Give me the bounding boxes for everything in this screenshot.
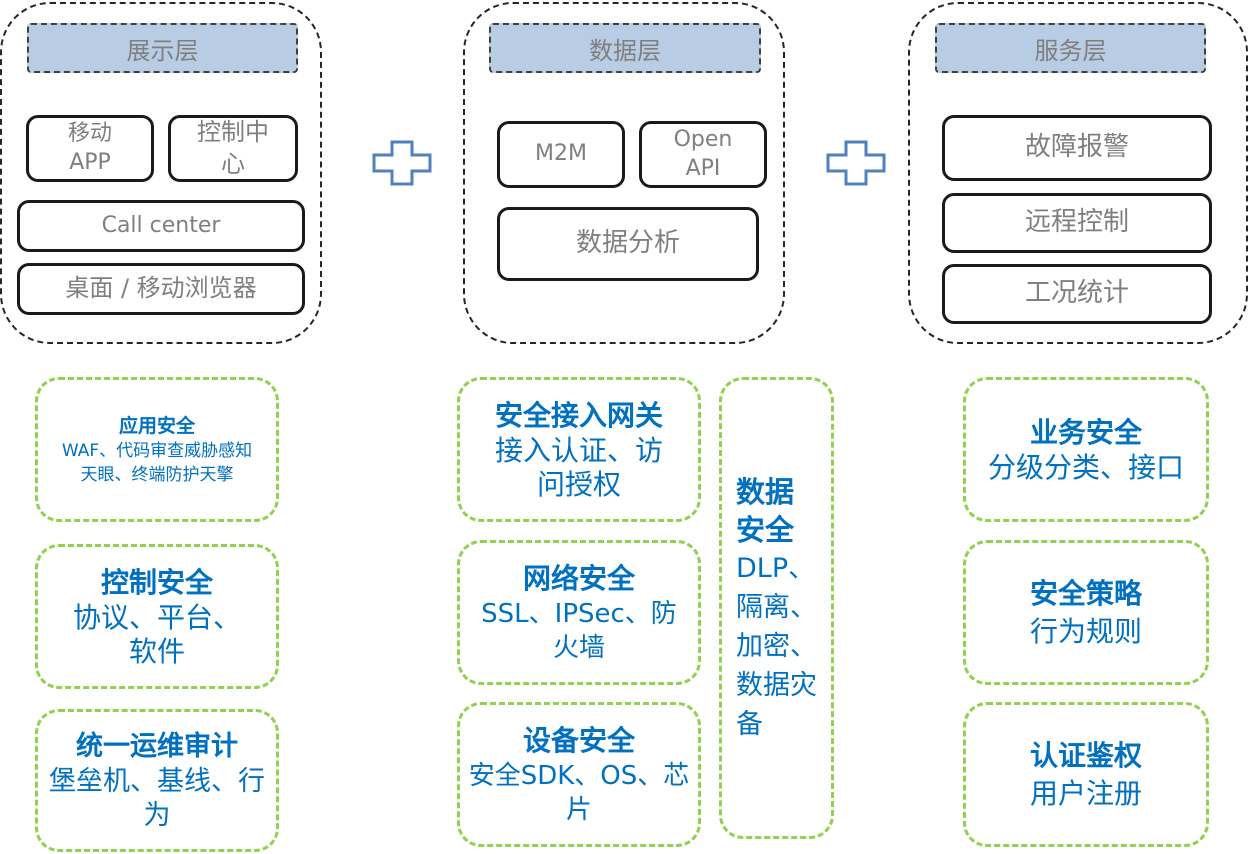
data-security-desc: DLP、隔离、加密、数据灾备	[736, 552, 817, 740]
presentation-layer-title: 展示层	[27, 23, 298, 73]
auth-title: 认证鉴权	[1029, 738, 1142, 772]
app-security-box: 应用安全 WAF、代码审查威胁感知天眼、终端防护天擎	[35, 377, 279, 522]
gateway-security-desc: 接入认证、访问授权	[494, 433, 663, 501]
data-security-box: 数据安全 DLP、隔离、加密、数据灾备	[719, 377, 834, 839]
presentation-layer-group	[0, 2, 322, 344]
device-security-box: 设备安全 安全SDK、OS、芯片	[457, 702, 701, 847]
data-layer-title: 数据层	[489, 23, 761, 73]
network-security-box: 网络安全 SSL、IPSec、防火墙	[457, 540, 701, 685]
gateway-security-title: 安全接入网关	[494, 398, 663, 432]
data-analysis-box: 数据分析	[497, 207, 759, 281]
data-security-title: 数据安全	[736, 474, 795, 547]
control-security-box: 控制安全 协议、平台、软件	[35, 544, 279, 689]
open-api-box: Open API	[639, 121, 767, 188]
auth-box: 认证鉴权 用户注册	[963, 702, 1209, 847]
mobile-app-box: 移动APP	[26, 115, 154, 182]
plus-icon	[826, 140, 886, 186]
app-security-desc: WAF、代码审查威胁感知天眼、终端防护天擎	[61, 440, 253, 485]
ops-audit-desc: 堡垒机、基线、行为	[49, 765, 265, 831]
security-policy-desc: 行为规则	[1029, 614, 1142, 648]
network-security-desc: SSL、IPSec、防火墙	[481, 598, 677, 663]
business-security-title: 业务安全	[1029, 415, 1142, 449]
business-security-desc: 分级分类、接口	[987, 450, 1184, 484]
ops-audit-box: 统一运维审计 堡垒机、基线、行为	[35, 709, 279, 852]
fault-alarm-box: 故障报警	[942, 115, 1212, 181]
browser-box: 桌面 / 移动浏览器	[17, 263, 305, 315]
business-security-box: 业务安全 分级分类、接口	[963, 377, 1209, 522]
data-layer-group	[463, 2, 785, 344]
plus-icon	[372, 140, 432, 186]
app-security-title: 应用安全	[118, 414, 195, 437]
security-policy-title: 安全策略	[1029, 576, 1142, 610]
gateway-security-box: 安全接入网关 接入认证、访问授权	[457, 377, 701, 522]
auth-desc: 用户注册	[1029, 776, 1142, 810]
working-stats-box: 工况统计	[942, 264, 1212, 324]
device-security-title: 设备安全	[522, 723, 635, 757]
control-center-box: 控制中心	[168, 115, 298, 182]
service-layer-title: 服务层	[935, 23, 1206, 73]
m2m-box: M2M	[497, 121, 625, 188]
ops-audit-title: 统一运维审计	[76, 730, 238, 762]
security-policy-box: 安全策略 行为规则	[963, 540, 1209, 685]
network-security-title: 网络安全	[522, 561, 635, 595]
service-layer-group	[908, 2, 1248, 344]
device-security-desc: 安全SDK、OS、芯片	[468, 760, 690, 825]
call-center-box: Call center	[17, 200, 305, 252]
control-security-desc: 协议、平台、软件	[72, 600, 241, 668]
remote-control-box: 远程控制	[942, 193, 1212, 253]
control-security-title: 控制安全	[100, 565, 213, 599]
